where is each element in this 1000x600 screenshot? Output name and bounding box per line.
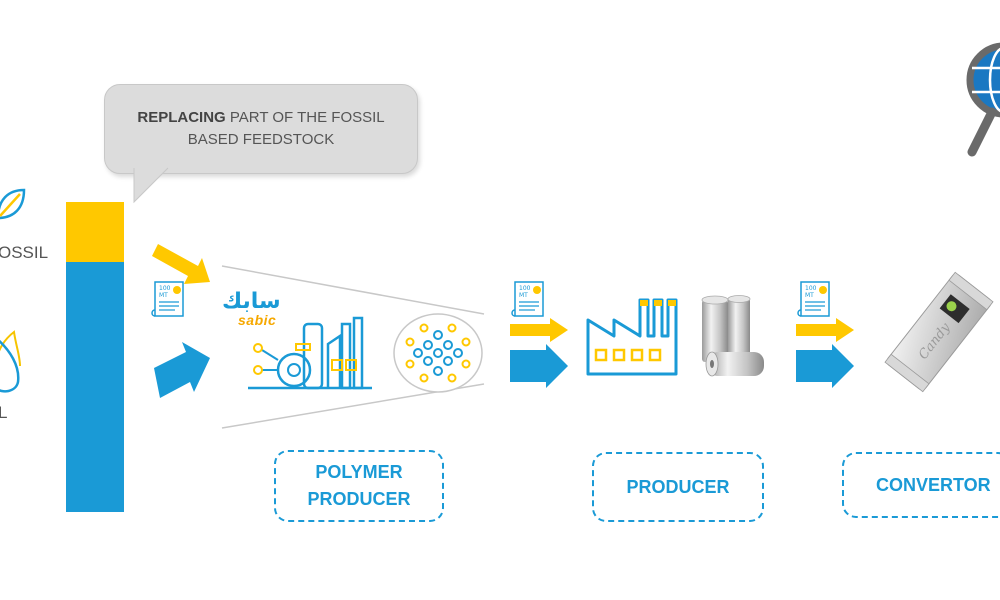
globe-magnifier-icon (966, 42, 1000, 157)
feedstock-bar-fossil (66, 262, 124, 512)
stage-label: CONVERTOR (876, 474, 991, 495)
sabic-logo-arabic: سابك (222, 288, 281, 313)
candy-package-icon: Candy (884, 271, 994, 393)
certificate-line1: 100 (805, 285, 817, 292)
arrow-icon (510, 318, 568, 388)
left-label-top: OSSIL (0, 243, 49, 262)
certificate-icon: 100 MT (511, 281, 544, 317)
arrow-icon (796, 318, 854, 388)
certificate-line2: MT (159, 292, 168, 299)
certificate-line1: 100 (159, 285, 171, 292)
callout-text-line2: BASED FEEDSTOCK (187, 131, 335, 148)
sabic-logo-latin: sabic (238, 312, 277, 328)
certificate-icon: 100 MT (151, 281, 184, 317)
callout-bold-text: REPLACING (137, 109, 226, 126)
stage-box-convertor: CONVERTOR (842, 452, 1000, 518)
chemical-plant-icon (248, 316, 372, 390)
leaf-icon (0, 188, 26, 220)
callout-bubble: REPLACING PART OF THE FOSSIL BASED FEEDS… (104, 84, 418, 174)
stage-label-line2: PRODUCER (307, 489, 411, 509)
arrow-icon (154, 342, 210, 398)
film-rolls-icon (701, 295, 764, 377)
certificate-line1: 100 (519, 285, 531, 292)
stage-box-producer: PRODUCER (592, 452, 764, 522)
feedstock-bar-renewable (66, 202, 124, 262)
arrow-icon (152, 244, 210, 284)
callout-tail (133, 167, 169, 204)
molecule-icon (393, 313, 483, 393)
certificate-icon: 100 MT (797, 281, 830, 317)
factory-icon (586, 298, 678, 376)
stage-label-line1: POLYMER (315, 462, 403, 482)
certificate-line2: MT (805, 292, 814, 299)
certificate-line2: MT (519, 292, 528, 299)
stage-label: PRODUCER (626, 476, 730, 497)
left-label-bottom: L (0, 403, 8, 422)
callout-text-line1: PART OF THE FOSSIL (225, 109, 385, 126)
oil-drop-icon (0, 330, 21, 393)
stage-box-polymer-producer: POLYMER PRODUCER (274, 450, 444, 522)
